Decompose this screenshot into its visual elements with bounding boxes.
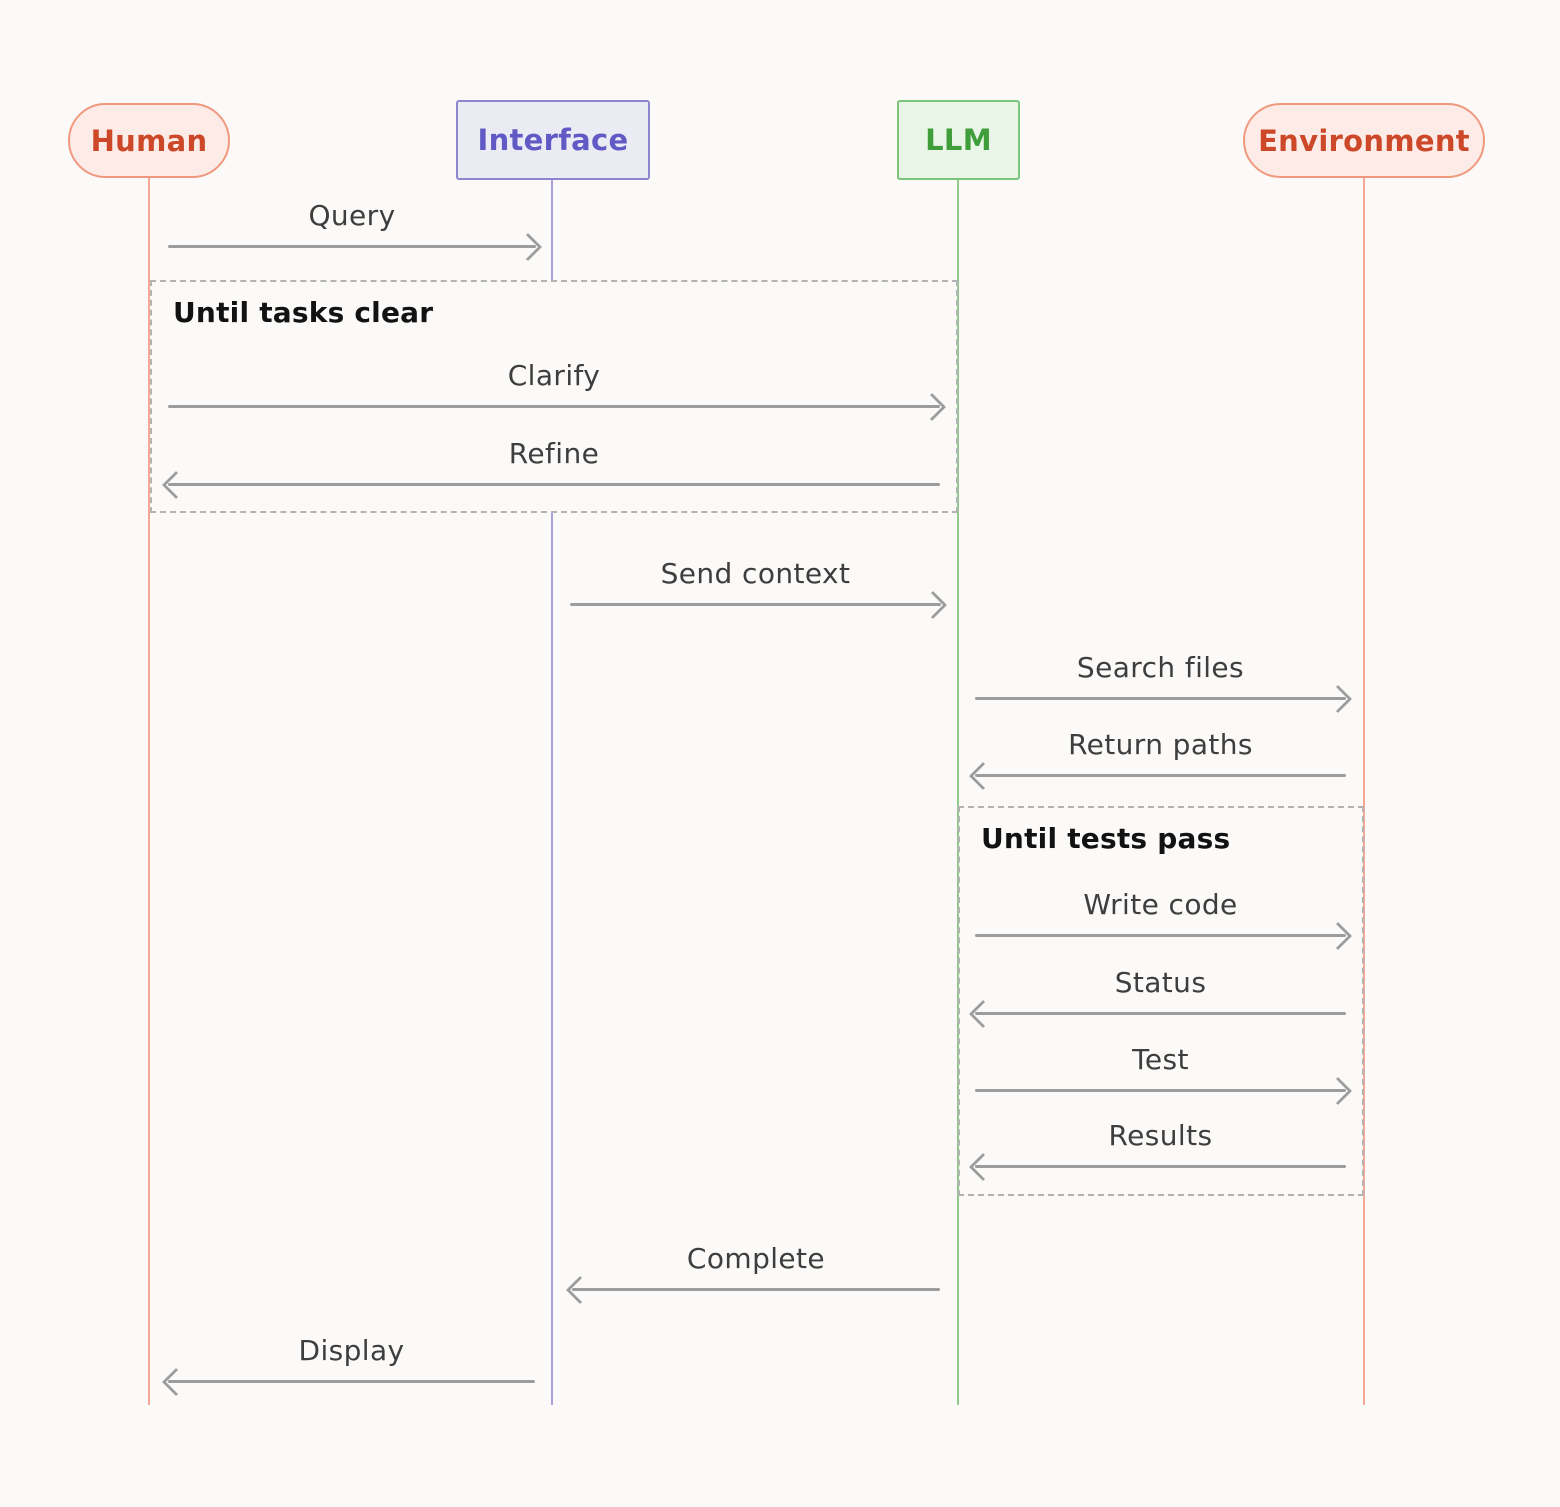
message-label: Display xyxy=(298,1334,405,1367)
arrow-left-icon xyxy=(975,1165,1346,1168)
message-refine: Refine xyxy=(168,430,940,486)
actor-interface: Interface xyxy=(456,100,650,180)
lifeline-llm xyxy=(957,180,959,1405)
arrow-right-icon xyxy=(570,603,941,606)
arrow-left-icon xyxy=(975,774,1346,777)
actor-environment-label: Environment xyxy=(1258,123,1470,158)
arrow-left-icon xyxy=(168,1380,535,1383)
message-write-code: Write code xyxy=(975,881,1346,937)
message-status: Status xyxy=(975,959,1346,1015)
loop-title: Until tests pass xyxy=(981,822,1231,855)
message-label: Complete xyxy=(686,1242,826,1275)
actor-llm: LLM xyxy=(897,100,1020,180)
message-label: Search files xyxy=(1076,651,1245,684)
message-test: Test xyxy=(975,1036,1346,1092)
arrow-left-icon xyxy=(975,1012,1346,1015)
message-label: Return paths xyxy=(1068,728,1253,761)
message-return-paths: Return paths xyxy=(975,721,1346,777)
actor-llm-label: LLM xyxy=(925,123,992,157)
message-label: Refine xyxy=(508,437,600,470)
actor-human-label: Human xyxy=(90,123,208,158)
message-label: Write code xyxy=(1083,888,1238,921)
actor-human: Human xyxy=(68,103,230,178)
message-label: Send context xyxy=(660,557,851,590)
message-label: Clarify xyxy=(507,359,601,392)
message-results: Results xyxy=(975,1112,1346,1168)
loop-until-tests-pass: Until tests pass xyxy=(958,806,1364,1196)
lifeline-human xyxy=(148,178,150,1405)
arrow-right-icon xyxy=(975,1089,1346,1092)
actor-environment: Environment xyxy=(1243,103,1485,178)
actor-interface-label: Interface xyxy=(477,123,629,157)
lifeline-interface-lower xyxy=(551,513,553,1405)
message-label: Test xyxy=(1132,1043,1189,1076)
message-search-files: Search files xyxy=(975,644,1346,700)
message-label: Status xyxy=(1114,966,1207,999)
message-send-context: Send context xyxy=(570,550,941,606)
arrow-right-icon xyxy=(975,934,1346,937)
arrow-right-icon xyxy=(975,697,1346,700)
message-display: Display xyxy=(168,1327,535,1383)
arrow-left-icon xyxy=(168,483,940,486)
arrow-right-icon xyxy=(168,405,940,408)
lifeline-interface-upper xyxy=(551,180,553,280)
message-complete: Complete xyxy=(572,1235,940,1291)
lifeline-environment xyxy=(1363,178,1365,1405)
arrow-left-icon xyxy=(572,1288,940,1291)
loop-until-tasks-clear: Until tasks clear xyxy=(150,280,958,513)
message-clarify: Clarify xyxy=(168,352,940,408)
message-label: Query xyxy=(308,199,396,232)
message-label: Results xyxy=(1108,1119,1213,1152)
arrow-right-icon xyxy=(168,245,536,248)
loop-title: Until tasks clear xyxy=(173,296,434,329)
message-query: Query xyxy=(168,192,536,248)
